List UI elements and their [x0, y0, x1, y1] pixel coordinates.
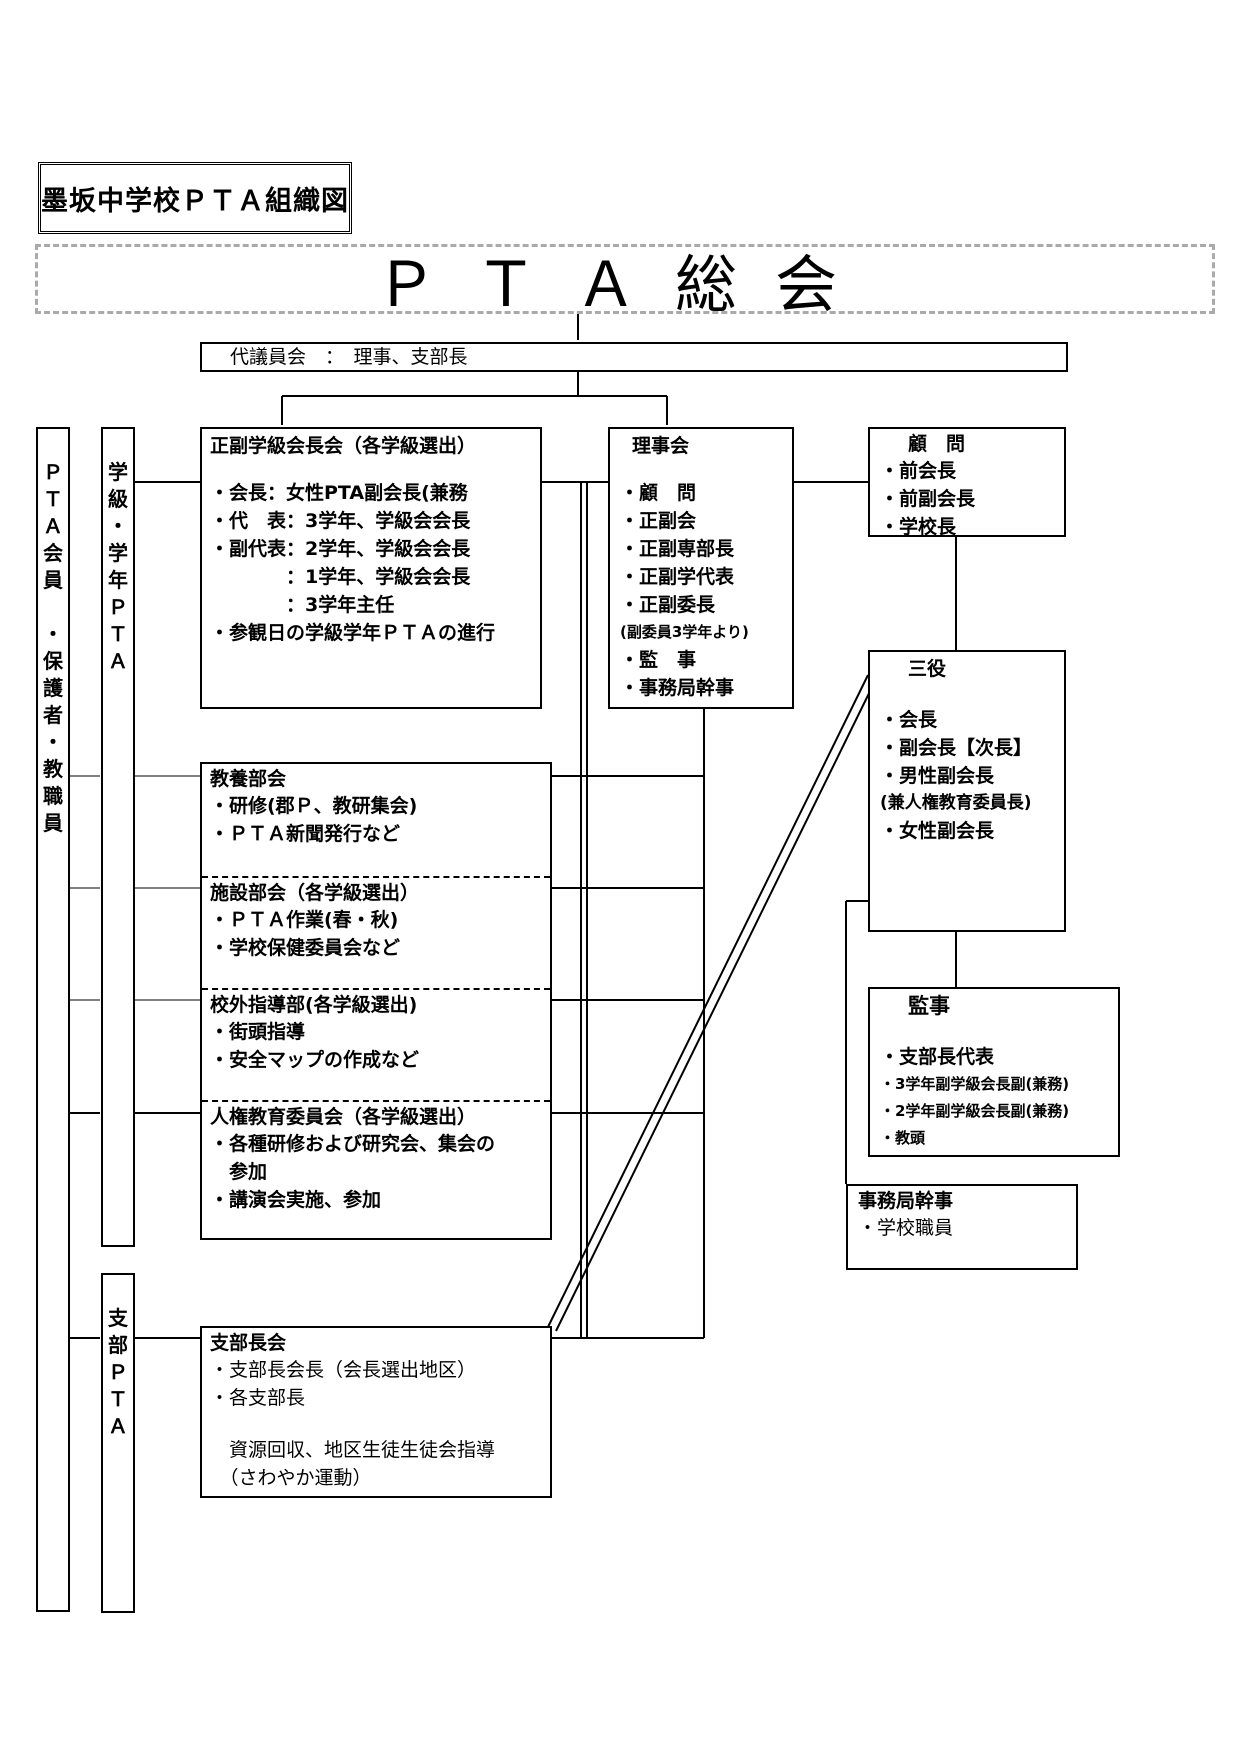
- class-council-box: 正副学級会長会（各学級選出） ・会長：女性PTA副会長(兼務 ・代 表：3学年、…: [200, 427, 542, 709]
- secretariat-line: ・学校職員: [858, 1217, 954, 1239]
- auditors-line: ・教頭: [880, 1129, 926, 1147]
- class-council-heading: 正副学級会長会（各学級選出）: [210, 435, 477, 457]
- board-line: ・監 事: [620, 649, 697, 671]
- class-council-line: ・代 表：3学年、学級会会長: [210, 510, 471, 532]
- committee-heading: 施設部会（各学級選出）: [210, 882, 420, 904]
- advisors-line: ・学校長: [880, 516, 957, 538]
- committee-heading: 教養部会: [210, 768, 287, 790]
- committee-line: ・ＰＴＡ作業(春・秋): [210, 909, 399, 931]
- board-line: ・正副会: [620, 510, 697, 532]
- officers-line: ・副会長【次長】: [880, 737, 1033, 759]
- officers-box: 三役 ・会長 ・副会長【次長】 ・男性副会長 (兼人権教育委員長) ・女性副会長: [868, 650, 1066, 932]
- branch-council-line: （さわやか運動）: [210, 1467, 372, 1489]
- committee-line: 参加: [210, 1161, 268, 1183]
- advisors-heading: 顧 問: [908, 433, 966, 455]
- class-council-line: ：1学年、学級会会長: [210, 566, 471, 588]
- committee-outside-guidance: 校外指導部(各学級選出) ・街頭指導 ・安全マップの作成など: [202, 988, 550, 1100]
- committee-line: ・ＰＴＡ新聞発行など: [210, 823, 401, 845]
- class-council-line: ：3学年主任: [210, 594, 395, 616]
- committee-facilities: 施設部会（各学級選出） ・ＰＴＡ作業(春・秋) ・学校保健委員会など: [202, 876, 550, 988]
- board-line: ・顧 問: [620, 482, 697, 504]
- auditors-line: ・3学年副学級会長副(兼務): [880, 1075, 1070, 1093]
- board-heading: 理事会: [632, 435, 690, 457]
- board-line: ・正副学代表: [620, 566, 735, 588]
- officers-line: ・男性副会長: [880, 765, 995, 787]
- branch-council-line: [210, 1412, 542, 1436]
- committee-heading: 校外指導部(各学級選出): [210, 994, 418, 1016]
- pta-general-assembly: ＰＴＡ総会: [35, 244, 1215, 321]
- board-box: 理事会 ・顧 問 ・正副会 ・正副専部長 ・正副学代表 ・正副委長 (副委員3学…: [608, 427, 794, 709]
- delegates-council: 代議員会 ： 理事、支部長: [200, 342, 1068, 372]
- committee-line: ・研修(郡Ｐ、教研集会): [210, 795, 418, 817]
- auditors-line: ・支部長代表: [880, 1046, 995, 1068]
- class-council-line: ・会長：女性PTA副会長(兼務: [210, 482, 468, 504]
- board-line: (副委員3学年より): [620, 623, 749, 641]
- advisors-line: ・前副会長: [880, 488, 976, 510]
- auditors-heading: 監事: [908, 994, 950, 1018]
- board-line: ・正副委長: [620, 594, 716, 616]
- branch-council-box: 支部長会 ・支部長会長（会長選出地区） ・各支部長 資源回収、地区生徒生徒会指導…: [200, 1326, 552, 1498]
- committee-line: ・各種研修および研究会、集会の: [210, 1133, 496, 1155]
- board-line: ・正副専部長: [620, 538, 735, 560]
- officers-line: ・会長: [880, 709, 938, 731]
- class-council-line: ・副代表：2学年、学級会会長: [210, 538, 471, 560]
- officers-line: (兼人権教育委員長): [880, 793, 1032, 813]
- committees-box: 教養部会 ・研修(郡Ｐ、教研集会) ・ＰＴＡ新聞発行など 施設部会（各学級選出）…: [200, 762, 552, 1240]
- advisors-line: ・前会長: [880, 460, 957, 482]
- advisors-box: 顧 問 ・前会長 ・前副会長 ・学校長: [868, 427, 1066, 538]
- branch-council-heading: 支部長会: [210, 1332, 287, 1354]
- committee-line: ・安全マップの作成など: [210, 1049, 420, 1071]
- committee-human-rights: 人権教育委員会（各学級選出） ・各種研修および研究会、集会の 参加 ・講演会実施…: [202, 1100, 550, 1238]
- committee-culture: 教養部会 ・研修(郡Ｐ、教研集会) ・ＰＴＡ新聞発行など: [202, 764, 550, 876]
- board-line: ・事務局幹事: [620, 677, 735, 699]
- committee-heading: 人権教育委員会（各学級選出）: [210, 1106, 477, 1128]
- secretariat-heading: 事務局幹事: [858, 1190, 954, 1212]
- branch-council-line: 資源回収、地区生徒生徒会指導: [210, 1439, 496, 1461]
- branch-council-line: ・支部長会長（会長選出地区）: [210, 1359, 477, 1381]
- auditors-box: 監事 ・支部長代表 ・3学年副学級会長副(兼務) ・2学年副学級会長副(兼務) …: [868, 987, 1120, 1157]
- secretariat-box: 事務局幹事 ・学校職員: [846, 1184, 1078, 1270]
- class-council-line: ・参観日の学級学年ＰＴＡの進行: [210, 622, 496, 644]
- committee-line: ・講演会実施、参加: [210, 1189, 382, 1211]
- committee-line: ・街頭指導: [210, 1021, 306, 1043]
- committee-line: ・学校保健委員会など: [210, 937, 401, 959]
- officers-line: ・女性副会長: [880, 820, 995, 842]
- auditors-line: ・2学年副学級会長副(兼務): [880, 1102, 1070, 1120]
- page-title: 墨坂中学校ＰＴＡ組織図: [38, 162, 352, 234]
- branch-council-line: ・各支部長: [210, 1387, 306, 1409]
- officers-heading: 三役: [908, 658, 947, 680]
